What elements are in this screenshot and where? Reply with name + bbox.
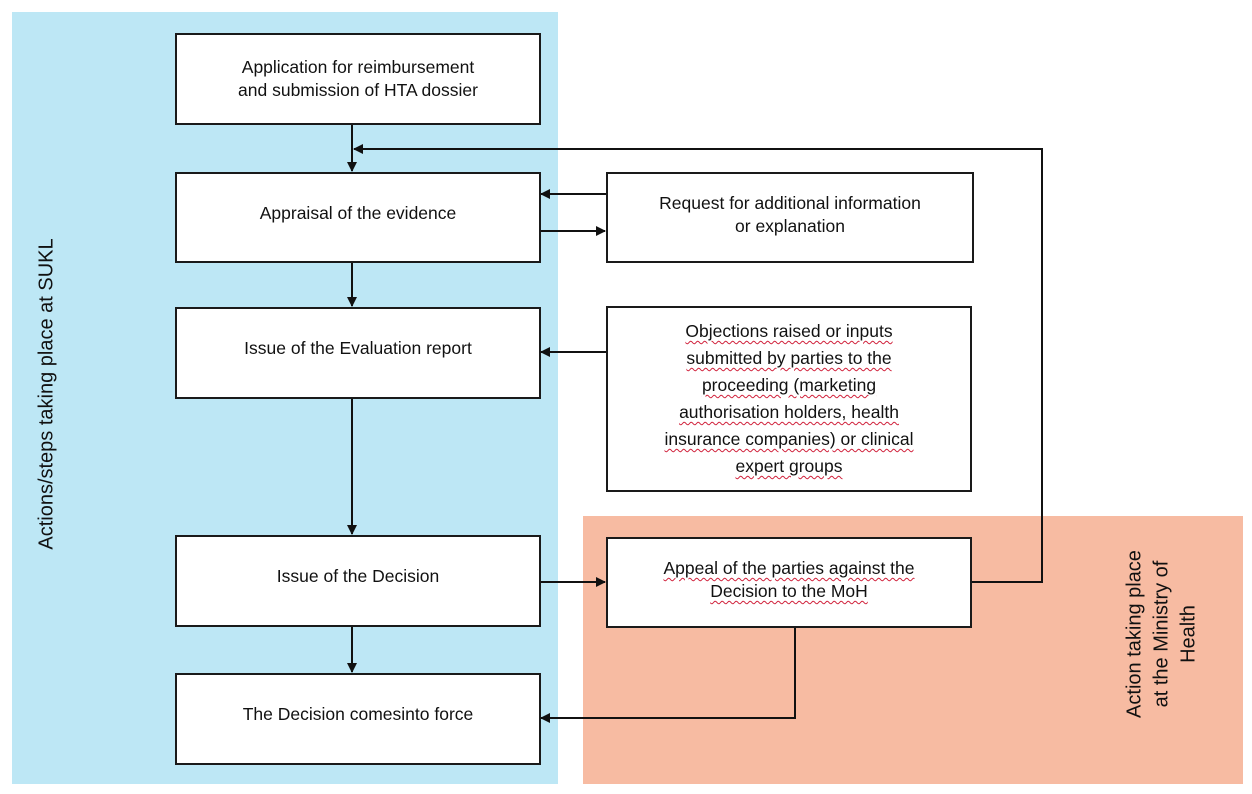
step-in-force: The Decision comesinto force [175, 673, 541, 765]
box-text-line: Appeal of the parties against the [663, 558, 915, 578]
box-text-line: Issue of the Evaluation report [244, 338, 472, 358]
box-text-line: Application for reimbursement [241, 57, 475, 77]
box-text-line: or explanation [735, 216, 845, 236]
arrow-appeal-to-appraisal [353, 144, 1043, 583]
box-text-line: Decision to the MoH [710, 581, 868, 601]
arrow-appeal-to-in-force [540, 627, 796, 723]
step-application: Application for reimbursement and submis… [175, 33, 541, 125]
step-appraisal: Appraisal of the evidence [175, 172, 541, 263]
box-request-info: Request for additional information or ex… [606, 172, 974, 263]
box-text-line: Issue of the Decision [276, 566, 440, 586]
box-text-line: authorisation holders, health [679, 402, 899, 422]
box-text-line: The Decision comesinto force [242, 704, 474, 724]
step-evaluation-report: Issue of the Evaluation report [175, 307, 541, 399]
step-decision: Issue of the Decision [175, 535, 541, 627]
box-text-line: Request for additional information [659, 193, 921, 213]
box-text-line: Objections raised or inputs [685, 321, 893, 341]
box-text-line: and submission of HTA dossier [238, 80, 478, 100]
box-text-line: expert groups [735, 456, 843, 476]
box-text-line: Appraisal of the evidence [259, 203, 457, 223]
box-objections: Objections raised or inputs submitted by… [606, 306, 972, 492]
box-text-line: submitted by parties to the [686, 348, 892, 368]
box-text-line: proceeding (marketing [701, 375, 877, 395]
box-appeal: Appeal of the parties against the Decisi… [606, 537, 972, 628]
box-text-line: insurance companies) or clinical [664, 429, 914, 449]
